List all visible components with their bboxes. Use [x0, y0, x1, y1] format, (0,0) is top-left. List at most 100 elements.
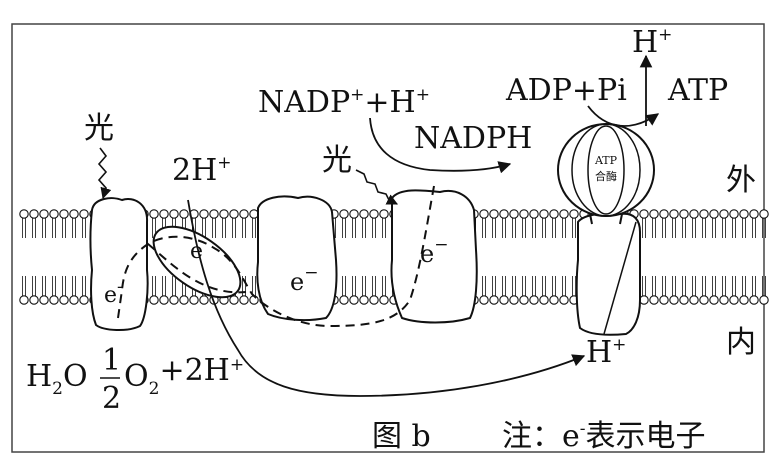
- lipid-head: [730, 296, 738, 304]
- lipid-head: [340, 296, 348, 304]
- two-h-plus-label: 2H+: [172, 153, 232, 188]
- lipid-head: [690, 210, 698, 218]
- lipid-head: [680, 210, 688, 218]
- lipid-head: [510, 210, 518, 218]
- lipid-head: [210, 210, 218, 218]
- lipid-head: [550, 296, 558, 304]
- lipid-head: [60, 296, 68, 304]
- lipid-head: [50, 210, 58, 218]
- lipid-head: [720, 296, 728, 304]
- nadp-plus-h-label: NADP++H+: [258, 85, 430, 120]
- lipid-head: [670, 210, 678, 218]
- half-denominator: 2: [102, 381, 121, 416]
- lipid-head: [150, 210, 158, 218]
- lipid-head: [350, 210, 358, 218]
- lipid-head: [20, 210, 28, 218]
- lipid-head: [250, 210, 258, 218]
- lipid-head: [530, 210, 538, 218]
- lipid-head: [40, 210, 48, 218]
- lipid-head: [180, 296, 188, 304]
- lipid-head: [170, 210, 178, 218]
- lipid-head: [350, 296, 358, 304]
- h-plus-top-label: H+: [632, 25, 672, 60]
- lipid-head: [520, 296, 528, 304]
- lipid-head: [230, 210, 238, 218]
- lipid-head: [760, 210, 768, 218]
- lipid-head: [650, 210, 658, 218]
- lipid-head: [240, 296, 248, 304]
- lipid-head: [660, 210, 668, 218]
- lipid-head: [370, 296, 378, 304]
- lipid-head: [700, 210, 708, 218]
- adp-pi-label: ADP+Pi: [505, 73, 627, 108]
- half-numerator: 1: [102, 343, 121, 378]
- cytochrome-complex: [257, 196, 336, 320]
- lipid-head: [720, 210, 728, 218]
- lipid-head: [480, 210, 488, 218]
- lipid-head: [360, 296, 368, 304]
- lipid-head: [480, 296, 488, 304]
- lipid-head: [490, 210, 498, 218]
- lipid-head: [490, 296, 498, 304]
- lipid-head: [70, 210, 78, 218]
- lipid-head: [200, 296, 208, 304]
- light-arrow-left: [99, 148, 106, 198]
- lipid-head: [750, 210, 758, 218]
- lipid-head: [680, 296, 688, 304]
- lipid-head: [670, 296, 678, 304]
- oxygen-label: O2+2H+: [124, 353, 244, 399]
- lipid-head: [170, 296, 178, 304]
- lipid-head: [160, 296, 168, 304]
- lipid-head: [760, 296, 768, 304]
- lipid-head: [150, 296, 158, 304]
- lipid-head: [520, 210, 528, 218]
- lipid-head: [740, 210, 748, 218]
- lipid-head: [750, 296, 758, 304]
- lipid-head: [40, 296, 48, 304]
- lipid-head: [540, 210, 548, 218]
- lipid-head: [30, 210, 38, 218]
- atp-label: ATP: [667, 73, 728, 108]
- light-label-right: 光: [322, 143, 352, 178]
- lipid-head: [690, 296, 698, 304]
- h-plus-lumen-label: H+: [586, 335, 626, 370]
- lipid-head: [740, 296, 748, 304]
- lipid-head: [70, 296, 78, 304]
- atp-synthase-label-line2: 合酶: [595, 169, 617, 183]
- lipid-head: [560, 210, 568, 218]
- lipid-head: [20, 296, 28, 304]
- lipid-head: [640, 210, 648, 218]
- lipid-head: [230, 296, 238, 304]
- lipid-head: [660, 296, 668, 304]
- lipid-head: [530, 296, 538, 304]
- inside-label: 内: [726, 325, 756, 360]
- lipid-head: [560, 296, 568, 304]
- lipid-head: [30, 296, 38, 304]
- water-label: H2O: [26, 359, 88, 399]
- lipid-head: [220, 210, 228, 218]
- lipid-head: [650, 296, 658, 304]
- lipid-head: [710, 296, 718, 304]
- lipid-head: [570, 210, 578, 218]
- lipid-head: [80, 210, 88, 218]
- lipid-head: [190, 296, 198, 304]
- lipid-head: [340, 210, 348, 218]
- lipid-head: [360, 210, 368, 218]
- atp-synthesis-arrow: [588, 106, 658, 126]
- lipid-head: [510, 296, 518, 304]
- atp-synthase-label-line1: ATP: [594, 154, 618, 167]
- lipid-head: [160, 210, 168, 218]
- light-arrow-right: [356, 170, 397, 204]
- lipid-head: [500, 210, 508, 218]
- nadph-label: NADPH: [414, 121, 532, 156]
- lipid-head: [50, 296, 58, 304]
- lipid-head: [240, 210, 248, 218]
- lipid-head: [180, 210, 188, 218]
- figure-caption: 图 b: [372, 419, 431, 454]
- lipid-head: [500, 296, 508, 304]
- lipid-head: [550, 210, 558, 218]
- lipid-head: [640, 296, 648, 304]
- lipid-head: [710, 210, 718, 218]
